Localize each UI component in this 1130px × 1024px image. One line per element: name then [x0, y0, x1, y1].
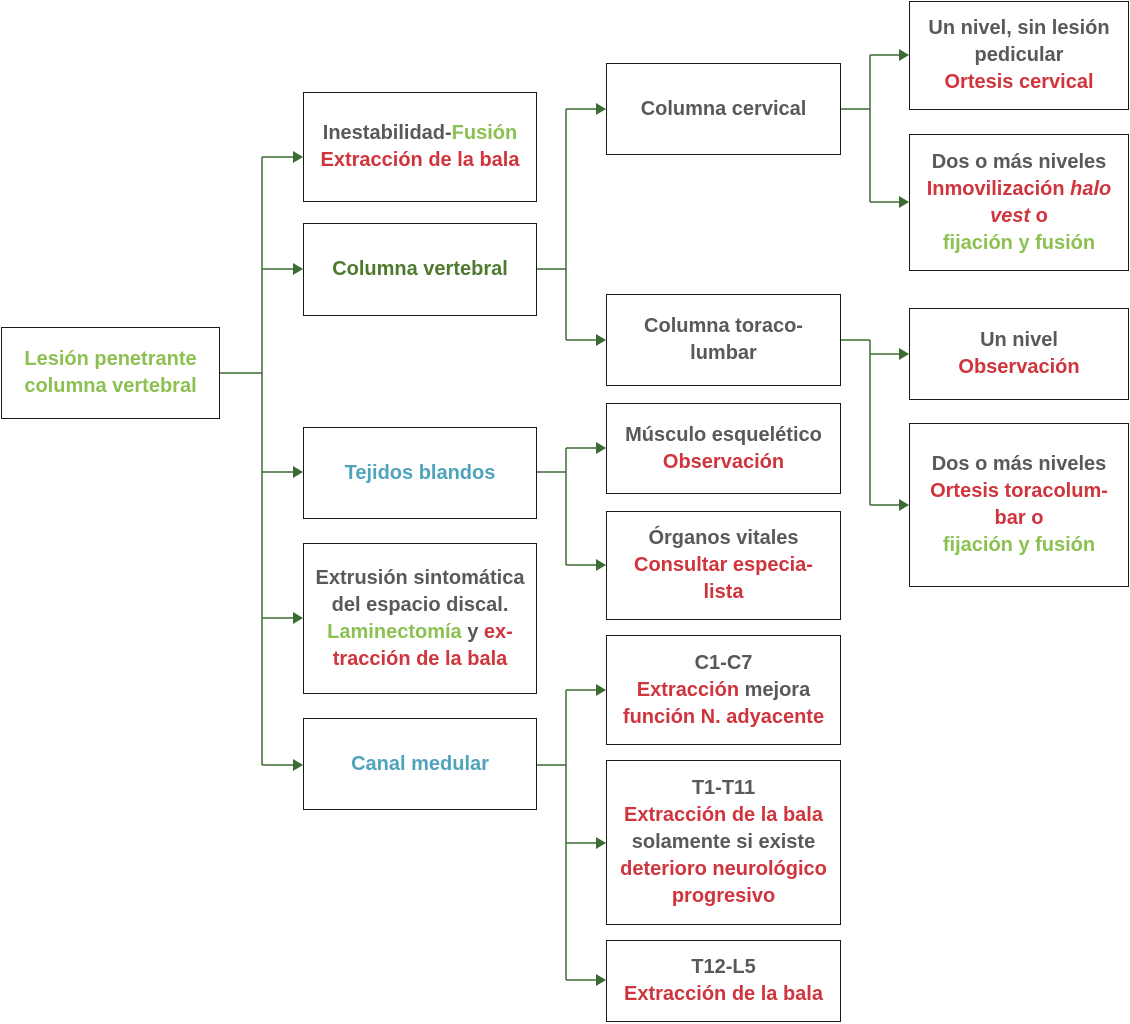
extrusion-line2: del espacio discal. [331, 593, 509, 616]
inestabilidad-text: Inestabilidad- [322, 122, 452, 144]
c1c7-mejora: mejora [739, 678, 811, 701]
node-t1-t11: T1-T11 Extracción de la bala solamente s… [606, 760, 841, 925]
cervical-dos-line4: fijación y fusión [942, 231, 1096, 254]
node-canal-medular: Canal medular [303, 718, 537, 810]
columna-cervical-label: Columna cervical [640, 97, 807, 120]
t12l5-line2: Extracción de la bala [624, 983, 823, 1005]
extrusion-line4: tracción de la bala [332, 647, 508, 670]
cervical-un-nivel-line3: Ortesis cervical [944, 71, 1094, 93]
t1t11-line4: deterioro neurológico [620, 858, 827, 880]
cervical-dos-line1: Dos o más niveles [931, 150, 1107, 173]
node-c1-c7: C1-C7 Extracción mejora función N. adyac… [606, 635, 841, 745]
organos-line1: Órganos vitales [648, 527, 799, 549]
c1c7-line1: C1-C7 [694, 651, 753, 674]
node-cervical-un-nivel: Un nivel, sin lesión pedicular Ortesis c… [909, 1, 1129, 110]
toraco-dos-line4: fijación y fusión [942, 534, 1096, 556]
node-extrusion-sintomatica: Extrusión sintomática del espacio discal… [303, 543, 537, 694]
inestabilidad-line1: Inestabilidad-Fusión [323, 120, 517, 147]
node-toraco-dos-niveles: Dos o más niveles Ortesis toracolum- bar… [909, 423, 1129, 587]
cervical-un-nivel-line1: Un nivel, sin lesión [928, 17, 1110, 39]
musculo-line2: Observación [662, 450, 785, 473]
root-line1: Lesión penetrante [24, 348, 197, 370]
toraco-dos-line2: Ortesis toracolum- [930, 480, 1108, 502]
node-toraco-un-nivel: Un nivel Observación [909, 308, 1129, 400]
cervical-un-nivel-line2: pedicular [974, 44, 1064, 66]
node-columna-toracolumbar: Columna toraco- lumbar [606, 294, 841, 386]
extraccion-part1: ex- [483, 620, 513, 643]
t1t11-line1: T1-T11 [691, 777, 756, 799]
cervical-dos-o: o [1030, 204, 1048, 227]
t1t11-line3: solamente si existe [631, 831, 816, 853]
node-columna-cervical: Columna cervical [606, 63, 841, 155]
node-t12-l5: T12-L5 Extracción de la bala [606, 940, 841, 1022]
node-inestabilidad-fusion: Inestabilidad-Fusión Extracción de la ba… [303, 92, 537, 202]
toraco-dos-line1: Dos o más niveles [931, 453, 1107, 475]
c1c7-extraccion: Extracción [636, 678, 740, 701]
cervical-dos-line3: vest o [990, 203, 1048, 230]
c1c7-line3: función N. adyacente [622, 705, 825, 728]
columna-vertebral-label: Columna vertebral [332, 258, 508, 280]
t12l5-line1: T12-L5 [691, 956, 756, 978]
t1t11-line5: progresivo [671, 885, 776, 907]
c1c7-line2: Extracción mejora [637, 677, 810, 704]
extrusion-line3: Laminectomía y ex- [327, 619, 513, 646]
vest-text: vest [990, 204, 1031, 227]
laminectomia-text: Laminectomía [327, 620, 462, 643]
node-tejidos-blandos: Tejidos blandos [303, 427, 537, 519]
toraco-un-nivel-line2: Observación [958, 356, 1080, 378]
node-columna-vertebral: Columna vertebral [303, 223, 537, 316]
musculo-line1: Músculo esquelético [625, 423, 822, 446]
canal-medular-label: Canal medular [351, 752, 489, 775]
node-musculo-esqueletico: Músculo esquelético Observación [606, 403, 841, 494]
toracolumbar-line1: Columna toraco- [644, 315, 803, 337]
inmovilizacion-text: Inmovilización [926, 177, 1071, 200]
organos-line2: Consultar especia- [634, 554, 813, 576]
node-cervical-dos-niveles: Dos o más niveles Inmovilización halo ve… [909, 134, 1129, 271]
tejidos-blandos-label: Tejidos blandos [344, 461, 496, 484]
node-organos-vitales: Órganos vitales Consultar especia- lista [606, 511, 841, 620]
extrusion-line1: Extrusión sintomática [315, 566, 525, 589]
extrusion-conjunction: y [461, 620, 484, 643]
halo-text: halo [1070, 177, 1112, 200]
root-node-lesion-penetrante: Lesión penetrante columna vertebral [1, 327, 220, 419]
cervical-dos-line2: Inmovilización halo [927, 176, 1111, 203]
fusion-text: Fusión [451, 122, 518, 144]
toraco-un-nivel-line1: Un nivel [980, 329, 1058, 351]
root-line2: columna vertebral [24, 375, 197, 397]
toracolumbar-line2: lumbar [690, 342, 757, 364]
t1t11-line2: Extracción de la bala [624, 804, 823, 826]
inestabilidad-line2: Extracción de la bala [320, 149, 520, 171]
toraco-dos-line3: bar o [994, 507, 1044, 529]
organos-line3: lista [703, 581, 744, 603]
